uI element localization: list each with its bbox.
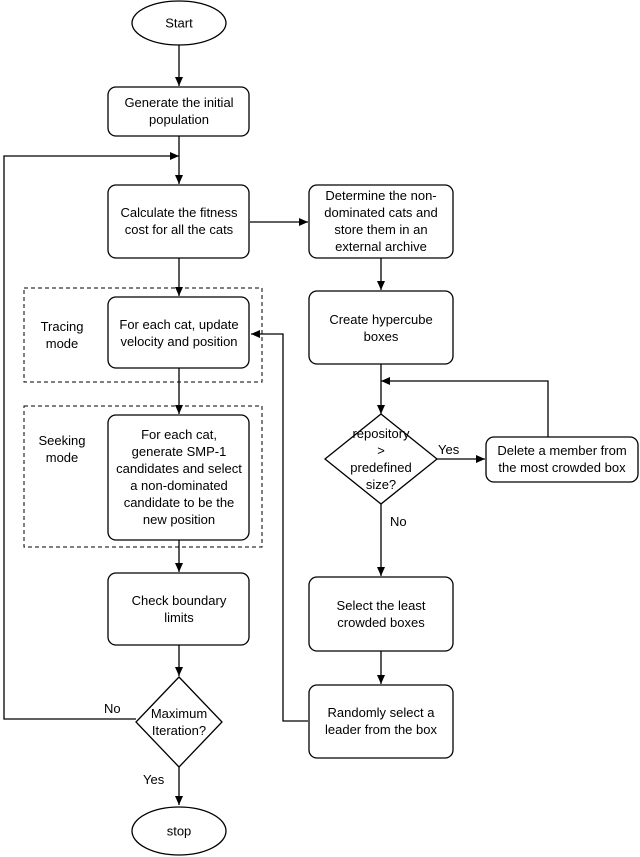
hypercube-node: [308, 290, 454, 365]
label-line: Generate the initial: [124, 95, 233, 110]
edge-loop-back: [3, 152, 179, 720]
maxiter-decision: [135, 676, 223, 768]
label-line: For each cat, update: [119, 317, 238, 332]
label-line: new position: [143, 512, 215, 527]
label-line: candidates and select: [116, 461, 242, 476]
delete-label: Delete a member from the most crowded box: [497, 443, 626, 475]
boundary-node: [107, 572, 250, 646]
stop-label: stop: [167, 824, 192, 839]
archive-label: Determine the non-dominated cats and stor…: [324, 188, 437, 254]
label-line: Maximum: [151, 706, 207, 721]
edge-delete-back: [381, 377, 549, 437]
repo-yes-label: Yes: [438, 442, 460, 457]
label-line: candidate to be the: [124, 495, 235, 510]
boundary-label: Check boundary limits: [132, 593, 227, 625]
label-line: velocity and position: [120, 334, 237, 349]
label-line: leader from the box: [325, 722, 438, 737]
start-label: Start: [165, 16, 193, 31]
label-line: Select the least: [337, 598, 426, 613]
tracing-mode-label: Tracing mode: [41, 319, 84, 351]
tracing-node: [107, 296, 250, 369]
seeking-mode-label: Seeking mode: [39, 433, 86, 465]
maxiter-no-label: No: [104, 701, 121, 716]
label-line: a non-dominated: [130, 478, 228, 493]
label-line: Determine the non-: [325, 188, 436, 203]
label-line: external archive: [335, 239, 427, 254]
tracing-label: For each cat, update velocity and positio…: [119, 317, 238, 349]
maxiter-yes-label: Yes: [143, 772, 165, 787]
label-line: Tracing: [41, 319, 84, 334]
label-line: Create hypercube: [329, 312, 432, 327]
delete-node: [485, 436, 639, 483]
label-line: dominated cats and: [324, 205, 437, 220]
seeking-mode-region: [23, 405, 263, 548]
archive-node: [308, 184, 454, 259]
repo-decision: [323, 413, 439, 505]
label-line: >: [377, 443, 385, 458]
tracing-mode-region: [23, 287, 263, 383]
leader-label: Randomly select a leader from the box: [325, 705, 438, 737]
edge-leader-tracing: [251, 330, 308, 722]
fitness-label: Calculate the fitness cost for all the ca…: [120, 205, 238, 237]
label-line: size?: [366, 477, 396, 492]
hypercube-label: Create hypercube boxes: [329, 312, 432, 344]
select-least-label: Select the least crowded boxes: [337, 598, 426, 630]
label-line: Start: [165, 16, 193, 31]
label-line: repository: [352, 426, 410, 441]
label-line: store them in an: [334, 222, 427, 237]
label-line: Seeking: [39, 433, 86, 448]
label-line: mode: [46, 336, 79, 351]
label-line: mode: [46, 450, 79, 465]
label-line: Iteration?: [152, 723, 206, 738]
leader-node: [308, 684, 454, 759]
repo-label: repository > predefined size?: [350, 426, 411, 492]
stop-node: [131, 806, 227, 856]
label-line: the most crowded box: [498, 460, 626, 475]
label-line: population: [149, 112, 209, 127]
init-node: [107, 86, 250, 137]
label-line: predefined: [350, 460, 411, 475]
seeking-node: [107, 414, 250, 541]
label-line: cost for all the cats: [125, 222, 234, 237]
select-least-node: [308, 576, 454, 652]
label-line: Check boundary: [132, 593, 227, 608]
init-label: Generate the initial population: [124, 95, 233, 127]
seeking-label: For each cat, generate SMP-1 candidates an…: [116, 427, 242, 527]
label-line: Delete a member from: [497, 443, 626, 458]
label-line: For each cat,: [141, 427, 217, 442]
label-line: generate SMP-1: [132, 444, 227, 459]
label-line: Calculate the fitness: [120, 205, 238, 220]
start-node: [131, 0, 227, 46]
fitness-node: [107, 184, 250, 259]
label-line: stop: [167, 824, 192, 839]
label-line: limits: [164, 610, 194, 625]
repo-no-label: No: [390, 514, 407, 529]
label-line: Randomly select a: [328, 705, 436, 720]
label-line: boxes: [364, 329, 399, 344]
label-line: crowded boxes: [337, 615, 425, 630]
